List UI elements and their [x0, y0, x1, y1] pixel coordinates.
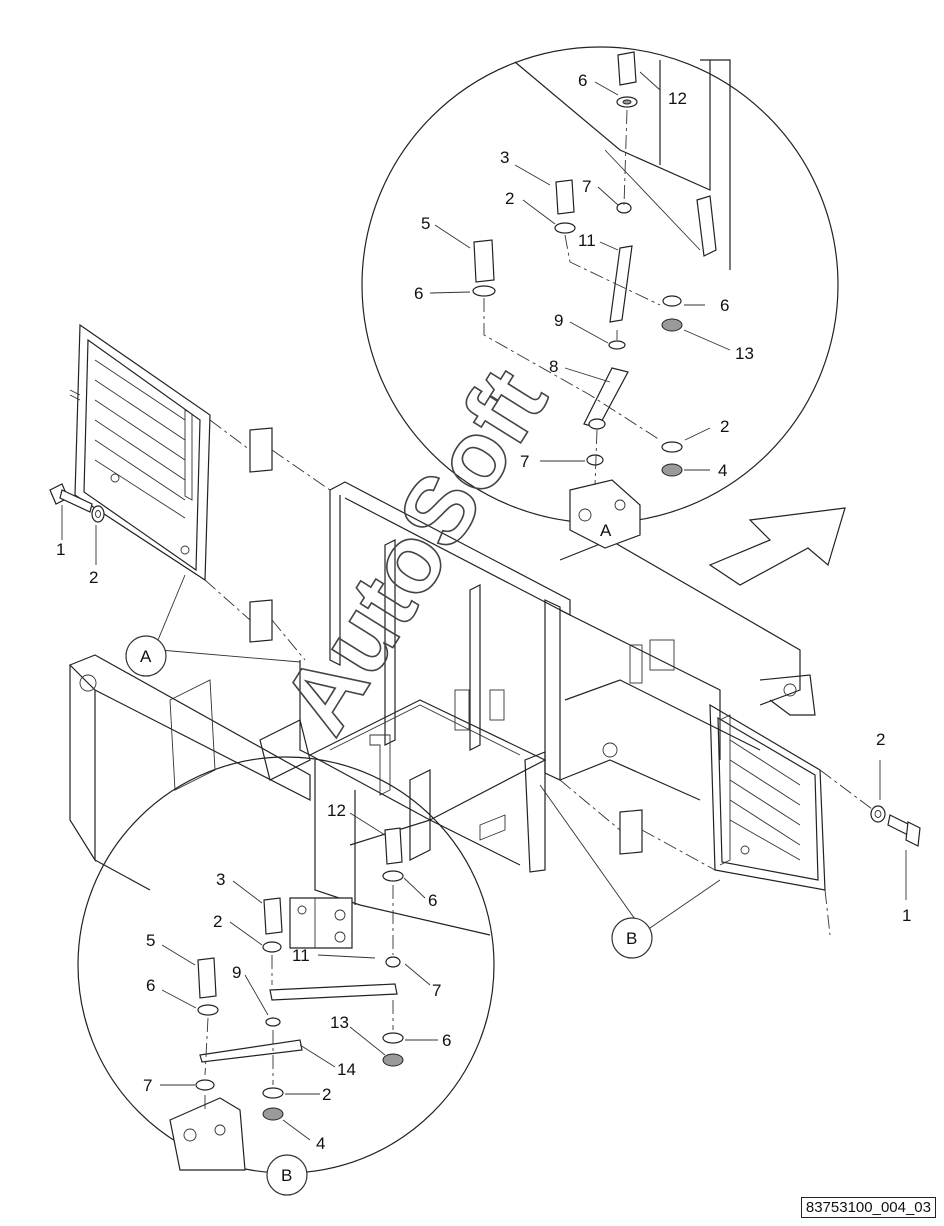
- part-label: 13: [330, 1013, 349, 1032]
- part-label: 3: [216, 870, 225, 889]
- detail-circle-b: [77, 756, 495, 1174]
- part-label: 12: [668, 89, 687, 108]
- part-label: 11: [292, 946, 310, 965]
- part-label: 1: [902, 906, 911, 925]
- part-label: 6: [720, 296, 729, 315]
- left-bolt-assembly: [49, 483, 105, 565]
- part-label: 2: [720, 417, 729, 436]
- part-label: 3: [500, 148, 509, 167]
- detail-circle-a: [361, 46, 839, 549]
- drawing-reference-number: 83753100_004_03: [800, 1197, 936, 1218]
- callout-a-main: A: [125, 635, 167, 677]
- mounting-plates: [204, 419, 881, 936]
- part-label: 13: [735, 344, 754, 363]
- detail-b-label: B: [281, 1166, 292, 1185]
- direction-arrow: [708, 507, 846, 586]
- part-label: 4: [718, 461, 727, 480]
- chassis-frame: [68, 481, 816, 891]
- part-label: 2: [322, 1085, 331, 1104]
- part-label: 11: [578, 231, 596, 250]
- part-label: 8: [549, 357, 558, 376]
- part-label: 6: [414, 284, 423, 303]
- part-label: 6: [146, 976, 155, 995]
- right-bolt-assembly: [870, 760, 921, 900]
- part-label: 14: [337, 1060, 356, 1079]
- left-grille-panel: [69, 323, 211, 582]
- part-label: 7: [143, 1076, 152, 1095]
- part-label: 6: [578, 71, 587, 90]
- part-label: 1: [56, 540, 65, 559]
- part-label: 6: [428, 891, 437, 910]
- callout-b-detail: B: [266, 1154, 308, 1196]
- part-labels: 1 2 2 1 6 12 3 7 2 5 11 6 6 9 13 8 2 7 4…: [56, 71, 911, 1153]
- part-label: 6: [442, 1031, 451, 1050]
- part-label: 2: [505, 189, 514, 208]
- part-label: 12: [327, 801, 346, 820]
- part-label: 7: [520, 452, 529, 471]
- part-label: 2: [213, 912, 222, 931]
- detail-a-label: A: [600, 521, 612, 540]
- callout-b-label: B: [626, 929, 637, 948]
- part-label: 7: [432, 981, 441, 1000]
- callout-a-detail: A: [600, 521, 612, 540]
- watermark: AutoSoft: [262, 351, 567, 751]
- part-label: 2: [89, 568, 98, 587]
- part-label: 4: [316, 1134, 325, 1153]
- callout-a-label: A: [140, 647, 152, 666]
- right-grille-panel: [709, 703, 826, 891]
- part-label: 5: [421, 214, 430, 233]
- part-label: 9: [232, 963, 241, 982]
- leader-lines: [157, 71, 731, 1141]
- part-label: 5: [146, 931, 155, 950]
- callout-b-main: B: [611, 917, 653, 959]
- part-label: 2: [876, 730, 885, 749]
- part-label: 7: [582, 177, 591, 196]
- part-label: 9: [554, 311, 563, 330]
